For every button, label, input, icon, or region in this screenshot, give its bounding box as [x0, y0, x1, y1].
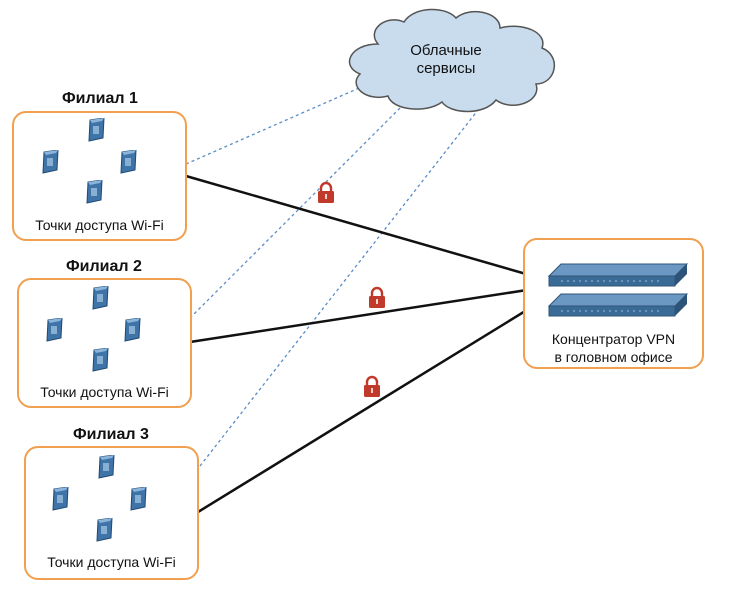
- wifi-access-point-icon: [50, 486, 70, 511]
- vpn-concentrator-box: Концентратор VPN в головном офисе: [523, 238, 704, 369]
- cloud-link-branch-3: [199, 109, 479, 467]
- vpn-caption: Концентратор VPN в головном офисе: [525, 330, 702, 366]
- branch-2-title: Филиал 2: [66, 258, 142, 275]
- wifi-access-point-icon: [40, 149, 60, 174]
- wifi-access-point-icon: [128, 486, 148, 511]
- cloud-label-line-1: Облачные: [410, 42, 482, 59]
- wifi-access-point-icon: [94, 517, 114, 542]
- wifi-access-point-icon: [86, 117, 106, 142]
- vpn-caption-line-1: Концентратор VPN: [551, 331, 676, 347]
- branch-1-title: Филиал 1: [62, 90, 138, 107]
- vpn-link-branch-1: [185, 174, 541, 280]
- cloud-link-branch-1: [185, 84, 367, 165]
- wifi-access-point-icon: [122, 317, 142, 342]
- wifi-access-point-icon: [44, 317, 64, 342]
- vpn-router-icon: [547, 263, 689, 317]
- cloud-label-line-2: сервисы: [416, 60, 476, 77]
- branch-3-caption: Точки доступа Wi-Fi: [47, 554, 176, 570]
- padlock-icon: [367, 286, 387, 310]
- vpn-link-branch-3: [197, 300, 541, 514]
- vpn-link-branch-2: [189, 286, 541, 344]
- padlock-icon: [362, 375, 382, 399]
- wifi-access-point-icon: [90, 347, 110, 372]
- wifi-access-point-icon: [118, 149, 138, 174]
- branch-2-caption: Точки доступа Wi-Fi: [40, 384, 169, 400]
- wifi-access-point-icon: [84, 179, 104, 204]
- vpn-caption-line-2: в головном офисе: [554, 349, 673, 365]
- branch-1-caption: Точки доступа Wi-Fi: [35, 217, 164, 233]
- branch-3-title: Филиал 3: [73, 426, 149, 443]
- cloud-link-branch-2: [189, 107, 401, 319]
- wifi-access-point-icon: [96, 454, 116, 479]
- cloud-shape: [348, 8, 556, 113]
- cloud-label: Облачные сервисы: [386, 42, 506, 78]
- padlock-icon: [316, 181, 336, 205]
- wifi-access-point-icon: [90, 285, 110, 310]
